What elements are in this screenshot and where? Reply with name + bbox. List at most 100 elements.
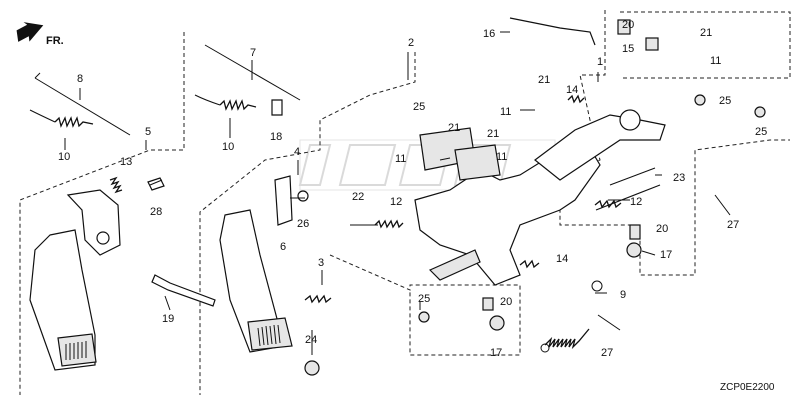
nut-25-bottom [418,311,430,323]
left-rod-and-spring [29,72,131,136]
center-rod-and-spring [194,44,301,116]
callout-21-center-a: 21 [448,122,460,134]
bolt-20-mid [629,224,641,240]
outline-center-group [199,52,416,395]
bolt-23 [609,167,656,186]
callout-10-center: 10 [222,141,234,153]
center-spring-10 [219,99,257,111]
callout-23: 23 [673,172,685,184]
callout-16: 16 [483,28,495,40]
callout-26: 26 [297,218,309,230]
middle-pedal-bracket [274,175,293,226]
callout-17-mid: 17 [660,249,672,261]
collar-17-mid [626,242,642,258]
middle-pedal-pad [247,317,293,351]
callout-20-mid: 20 [656,223,668,235]
spring-9 [540,280,603,353]
callout-27-right: 27 [727,219,739,231]
leader-lines [64,31,662,355]
middle-pedal-bolt-head [297,190,309,202]
main-bracket-arm [534,114,666,181]
callout-25-bottom: 25 [418,293,430,305]
callout-3: 3 [318,257,324,269]
callout-18: 18 [270,131,282,143]
callout-14-upper: 14 [566,84,578,96]
fasteners [149,19,766,331]
rod-12-upper [595,184,661,211]
callout-11-a: 11 [500,106,511,118]
left-pedal-spring [109,176,123,194]
callout-22: 22 [352,191,364,203]
callout-14-lower: 14 [556,253,568,265]
callout-labels: 1 2 3 4 5 6 7 8 9 10 10 11 11 11 11 12 1… [58,19,767,359]
callout-24: 24 [305,334,317,346]
left-pedal-pad [57,333,97,367]
outline-top-right-group [620,11,791,79]
callout-12-right: 12 [630,196,642,208]
bolt-19 [151,274,216,307]
middle-pedal-assembly [151,175,332,376]
bolt-20-bottom [482,297,494,311]
main-bracket-assembly [350,17,666,286]
front-direction-arrow: FR. [16,22,64,47]
callout-20-top: 20 [622,19,634,31]
callout-6: 6 [280,241,286,253]
outline-left-group [19,32,185,395]
spring-14-lower [519,259,540,269]
callout-13: 13 [120,156,132,168]
bolt-27-bottom [597,314,621,331]
callout-11-d: 11 [710,55,721,67]
callout-27-bottom: 27 [601,347,613,359]
bolt-28 [149,179,163,186]
callout-17-bottom: 17 [490,347,502,359]
callout-10-left: 10 [58,151,70,163]
spring-14-upper [567,94,585,104]
callout-15: 15 [622,43,634,55]
left-spring-10 [54,116,94,128]
callout-5: 5 [145,126,151,138]
nut-25-right-b [754,106,766,118]
callout-21-center-b: 21 [487,128,499,140]
callout-8: 8 [77,73,83,85]
rod-16 [509,17,596,46]
callout-11-c: 11 [496,151,507,163]
outline-bottom-group [329,254,521,356]
middle-spring-3 [304,294,332,304]
callout-4: 4 [294,146,300,158]
outline-main-group [559,10,790,276]
direction-label: FR. [46,35,64,47]
callout-20-bottom: 20 [500,296,512,308]
main-pivot [619,109,641,131]
callout-19: 19 [162,313,174,325]
bolt-20-top [617,19,631,35]
left-pedal-assembly [29,176,165,371]
main-bracket-plate-2 [454,144,501,181]
drawing-code: ZCP0E2200 [720,382,775,393]
callout-25-right-a: 25 [719,95,731,107]
collar-17-bottom [489,315,505,331]
callout-12-left: 12 [390,196,402,208]
collar-15 [645,37,659,51]
nut-24 [304,360,320,376]
callout-21-top-right: 21 [700,27,712,39]
callout-11-b: 11 [395,153,406,165]
group-outlines [19,10,791,395]
main-bracket-body [414,139,601,286]
bolt-27-right [714,194,731,216]
clip-18 [271,99,283,116]
callout-25-right-b: 25 [755,126,767,138]
callout-9: 9 [620,289,626,301]
bracket-tab-left [428,249,481,281]
left-pedal-pivot [96,231,110,245]
callout-7: 7 [250,47,256,59]
callout-28: 28 [150,206,162,218]
callout-1: 1 [597,56,603,68]
callout-21-upper: 21 [538,74,550,86]
spring-12-left [374,219,404,229]
nut-25-right-a [694,94,706,106]
spring-12-right [594,199,622,209]
callout-25-center: 25 [413,101,425,113]
callout-2: 2 [408,37,414,49]
